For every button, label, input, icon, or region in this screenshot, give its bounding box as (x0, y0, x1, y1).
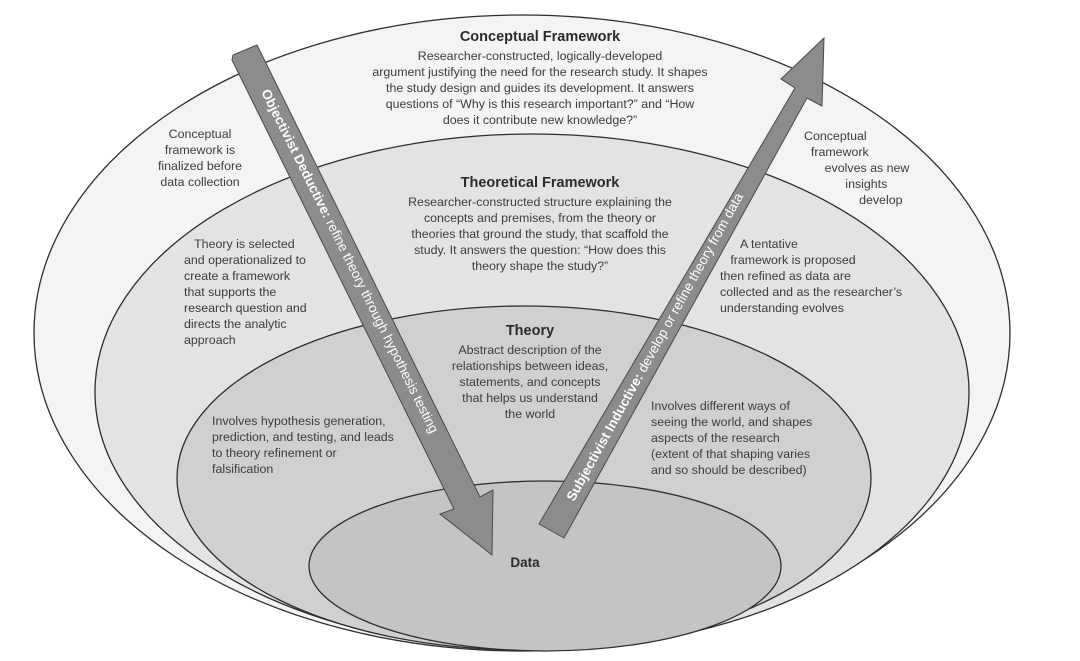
theoretical-framework-description: Researcher-constructed structure explain… (408, 195, 672, 273)
theory-left-note: Involves hypothesis generation, predicti… (212, 414, 394, 476)
deductive-arrow-shape (231, 44, 494, 557)
conceptual-left-note: Conceptual framework is finalized before… (157, 127, 243, 189)
theoretical-framework-title: Theoretical Framework (460, 175, 620, 191)
conceptual-framework-title: Conceptual Framework (459, 29, 621, 45)
theoretical-left-note: Theory is selected and operationalized t… (184, 237, 307, 347)
theory-title: Theory (505, 323, 555, 339)
theoretical-right-note: A tentative framework is proposed then r… (720, 237, 903, 315)
conceptual-framework-description: Researcher-constructed, logically-develo… (372, 49, 708, 127)
data-ellipse (308, 480, 782, 652)
data-title: Data (510, 555, 540, 570)
conceptual-right-note: Conceptual framework evolves as new insi… (804, 129, 910, 207)
inductive-arrow-shape (538, 36, 825, 539)
theory-description: Abstract description of the relationship… (451, 343, 609, 421)
theory-right-note: Involves different ways of seeing the wo… (651, 399, 813, 477)
